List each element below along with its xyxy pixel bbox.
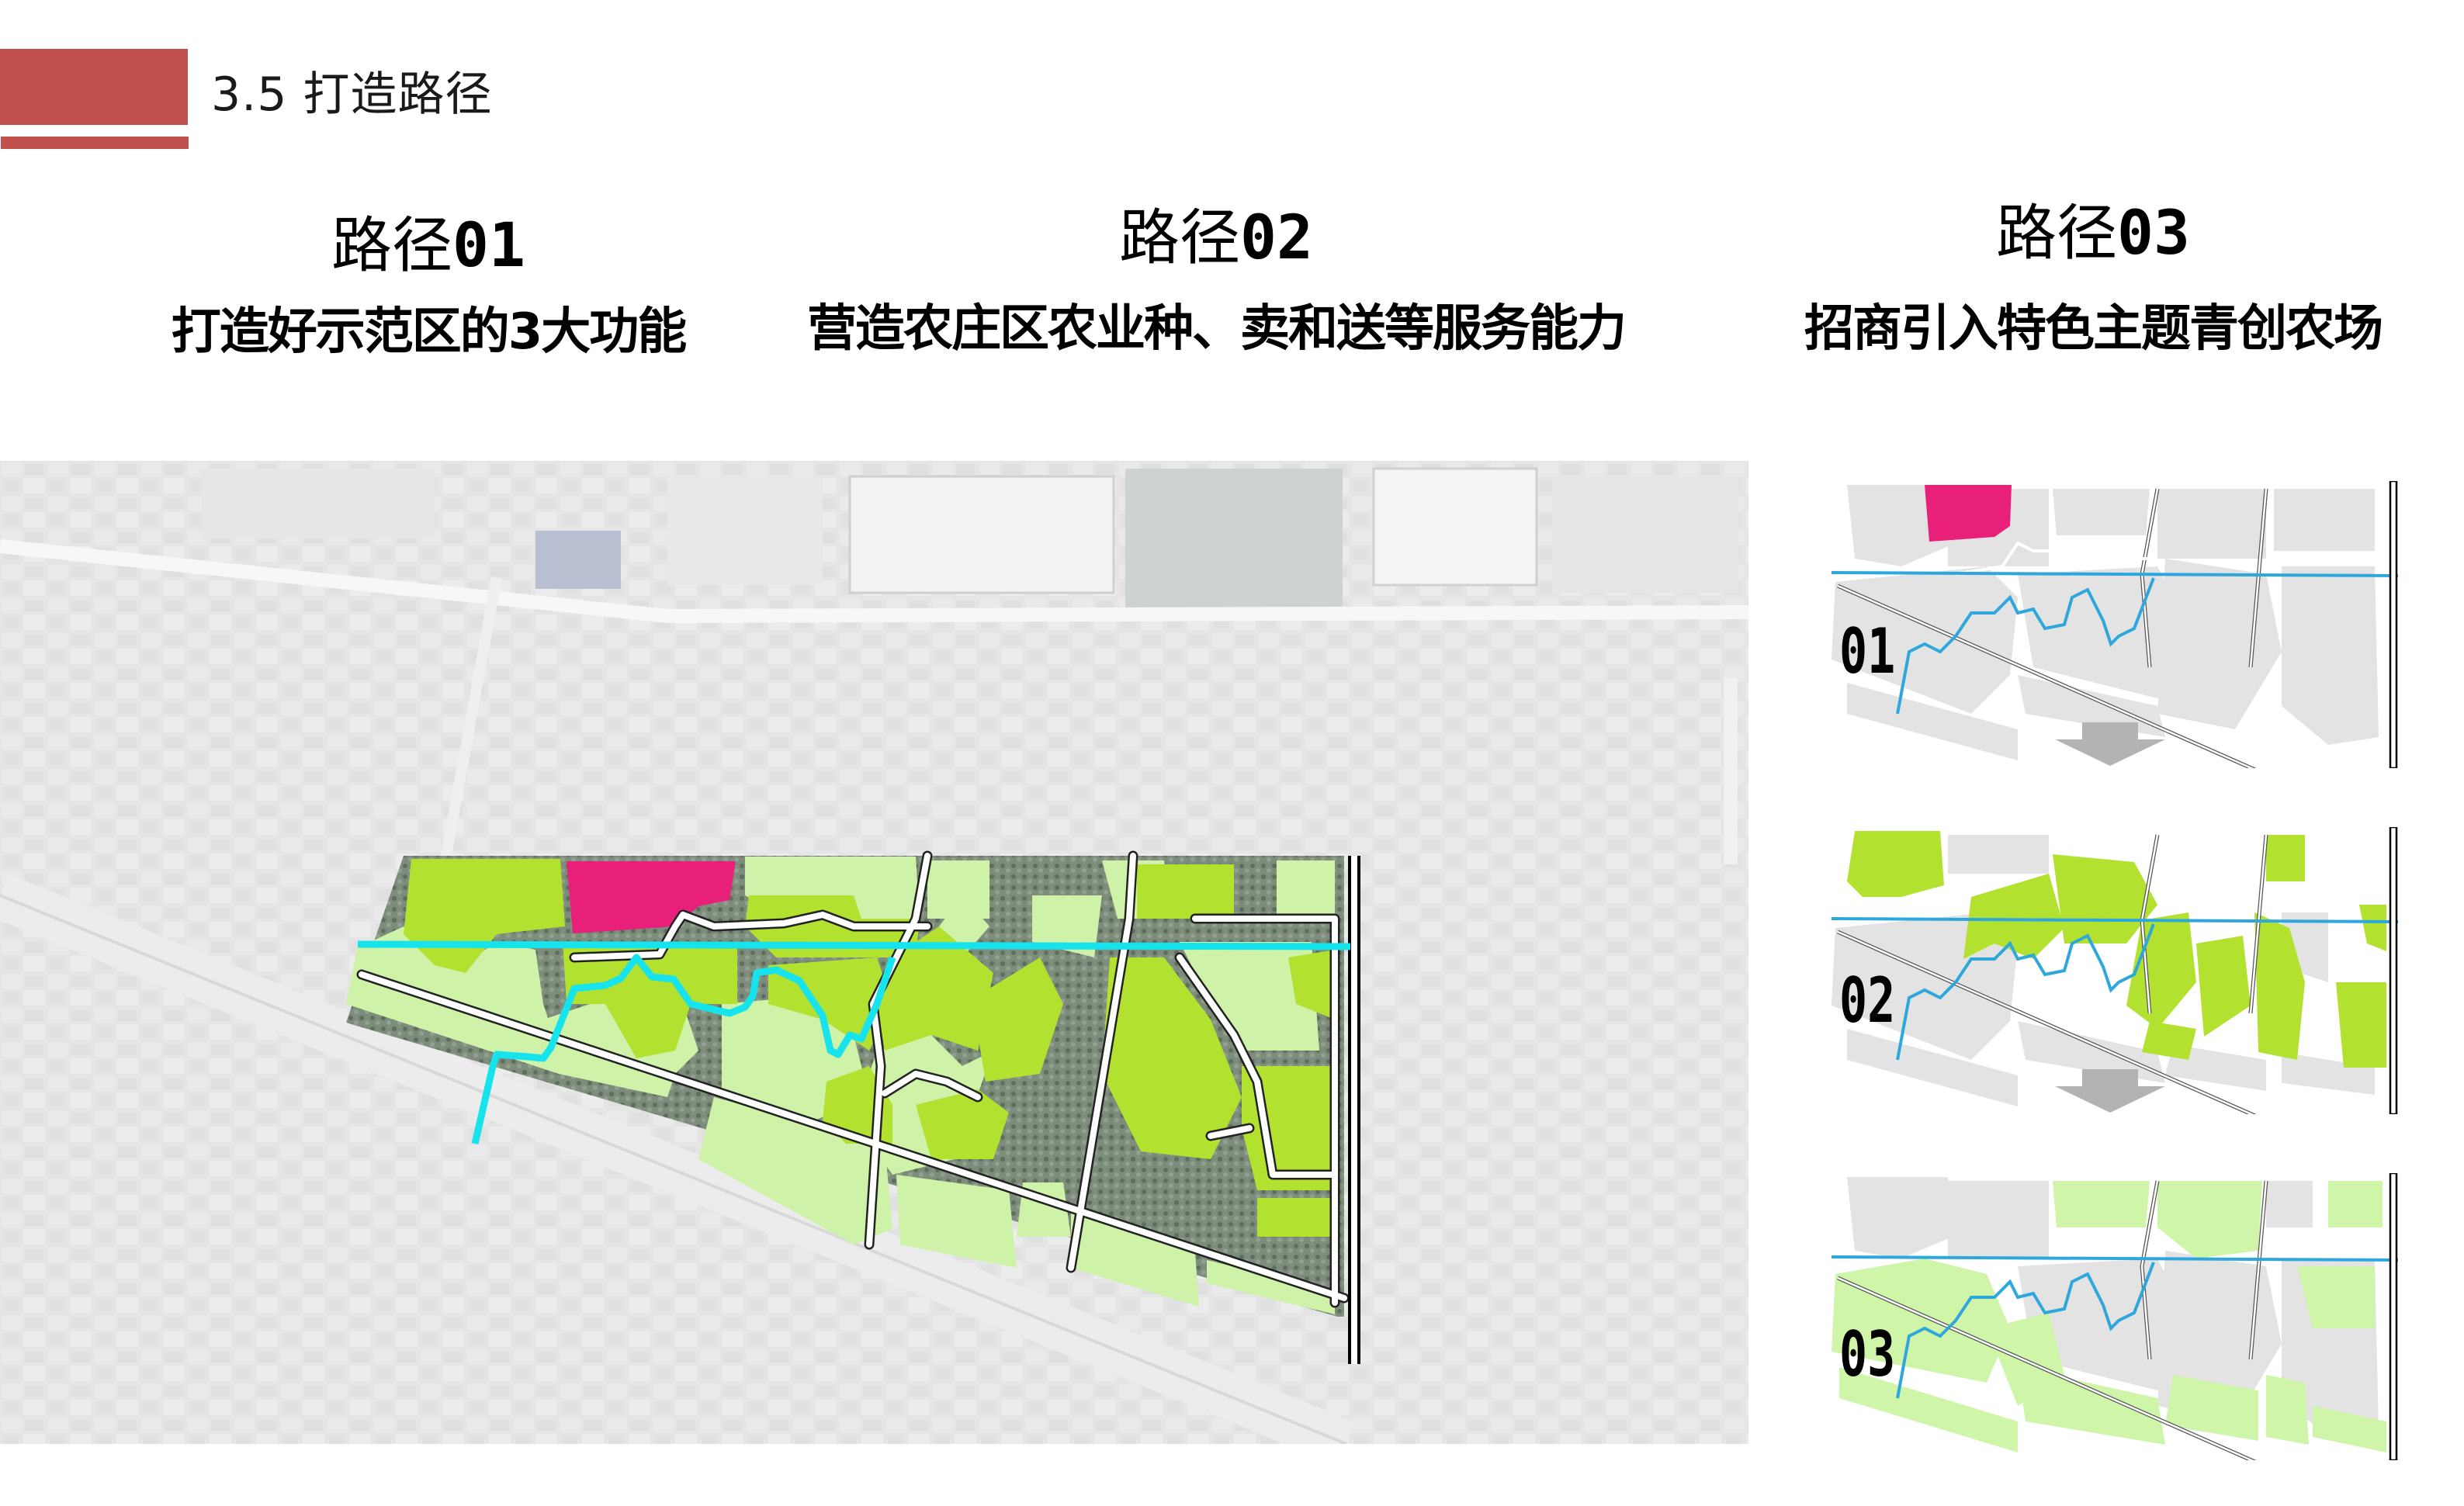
path-column-01: 路径01 打造好示范区的3大功能 bbox=[116, 211, 740, 362]
path-column-03: 路径03 招商引入特色主题青创农场 bbox=[1738, 199, 2448, 358]
stage-map-03 bbox=[1832, 1173, 2414, 1460]
path-title-number: 03 bbox=[2117, 199, 2190, 268]
stage-map-03-graphic bbox=[1832, 1173, 2399, 1460]
path-title-01: 路径01 bbox=[116, 211, 740, 281]
aerial-site-plan bbox=[0, 461, 1748, 1444]
stage-map-02 bbox=[1832, 827, 2414, 1114]
site-roads bbox=[356, 850, 1350, 1308]
down-arrow-icon bbox=[2055, 1069, 2165, 1113]
pink-parcel bbox=[1925, 485, 2012, 542]
canal-line bbox=[357, 940, 1351, 950]
stage-map-02-graphic bbox=[1832, 827, 2399, 1114]
path-column-02: 路径02 营造农庄区农业种、卖和送等服务能力 bbox=[750, 203, 1682, 358]
path-subtitle-01: 打造好示范区的3大功能 bbox=[171, 303, 688, 361]
path-title-number: 02 bbox=[1240, 203, 1313, 273]
path-title-02: 路径02 bbox=[750, 203, 1682, 273]
stage-label-01: 01 bbox=[1839, 615, 1896, 687]
path-title-prefix: 路径 bbox=[331, 211, 453, 281]
path-title-prefix: 路径 bbox=[1119, 203, 1241, 273]
east-boundary-road bbox=[1348, 856, 1360, 1364]
path-title-03: 路径03 bbox=[1738, 199, 2448, 268]
stage-map-01 bbox=[1832, 481, 2414, 768]
down-arrow-icon bbox=[2055, 722, 2165, 766]
path-subtitle-02: 营造农庄区农业种、卖和送等服务能力 bbox=[807, 300, 1627, 358]
stage-label-03: 03 bbox=[1839, 1318, 1896, 1390]
path-subtitle-03: 招商引入特色主题青创农场 bbox=[1804, 300, 2383, 358]
stage-label-02: 02 bbox=[1839, 964, 1896, 1037]
section-accent-block bbox=[0, 49, 188, 125]
page-title: 3.5 打造路径 bbox=[211, 68, 493, 122]
highlight-parcel-pink bbox=[567, 861, 736, 933]
path-title-prefix: 路径 bbox=[1996, 199, 2118, 268]
section-accent-underline bbox=[1, 137, 189, 149]
stage-map-01-graphic bbox=[1832, 481, 2399, 768]
site-plan-graphic bbox=[0, 461, 1748, 1444]
path-title-number: 01 bbox=[452, 211, 525, 281]
river-line bbox=[471, 954, 896, 1145]
